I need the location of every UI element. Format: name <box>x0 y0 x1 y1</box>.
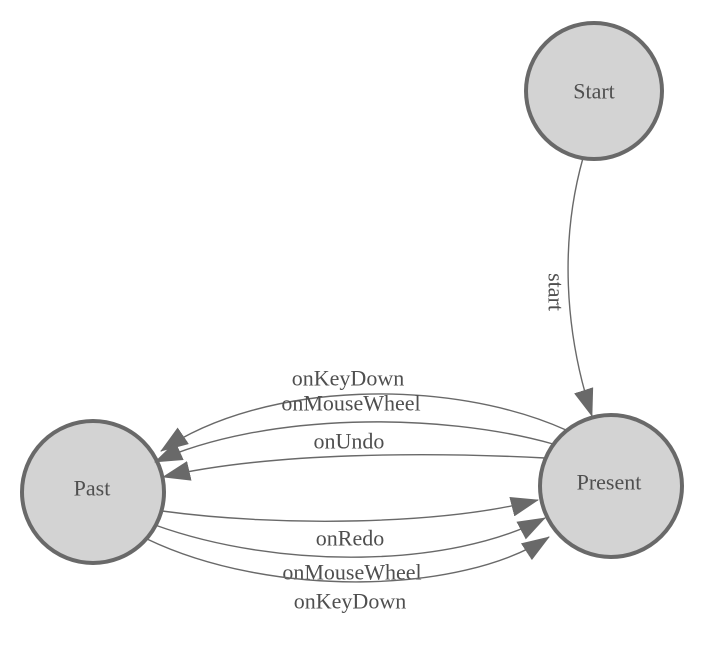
edge-onredo-label: onRedo <box>316 526 384 551</box>
node-present: Present <box>538 413 684 559</box>
node-start: Start <box>524 21 664 161</box>
edge-onmousewheel-bottom-path <box>154 517 546 558</box>
edge-onkeydown-top-path <box>160 393 567 452</box>
edge-onkeydown-top-label: onKeyDown <box>292 366 404 391</box>
edge-onkeydown-bottom-label: onKeyDown <box>294 589 406 614</box>
edge-present-to-past-onkeydown: onKeyDown <box>160 366 567 452</box>
node-past: Past <box>20 419 166 565</box>
edge-onundo-path <box>162 454 546 481</box>
edge-start-label: start <box>543 273 568 311</box>
edge-onmousewheel-top-path <box>154 421 554 463</box>
edge-start-to-present: start <box>543 157 594 417</box>
node-past-label: Past <box>74 476 111 501</box>
edge-present-to-past-onundo: onUndo <box>162 429 546 481</box>
node-past-circle <box>20 419 166 565</box>
node-present-circle <box>538 413 684 559</box>
edge-onmousewheel-top-label: onMouseWheel <box>281 391 420 416</box>
node-start-circle <box>524 21 664 161</box>
edge-onmousewheel-bottom-label: onMouseWheel <box>282 560 421 585</box>
edge-onundo-label: onUndo <box>314 429 385 454</box>
edge-start-path <box>567 157 594 417</box>
edge-past-to-present-onredo: onRedo <box>161 496 539 551</box>
edge-onkeydown-bottom-path <box>146 536 550 583</box>
node-present-label: Present <box>577 470 642 495</box>
node-start-label: Start <box>573 79 615 104</box>
edge-present-to-past-onmousewheel: onMouseWheel <box>154 391 554 463</box>
edge-past-to-present-onkeydown: onKeyDown <box>146 536 550 614</box>
edge-onredo-path <box>161 496 539 522</box>
